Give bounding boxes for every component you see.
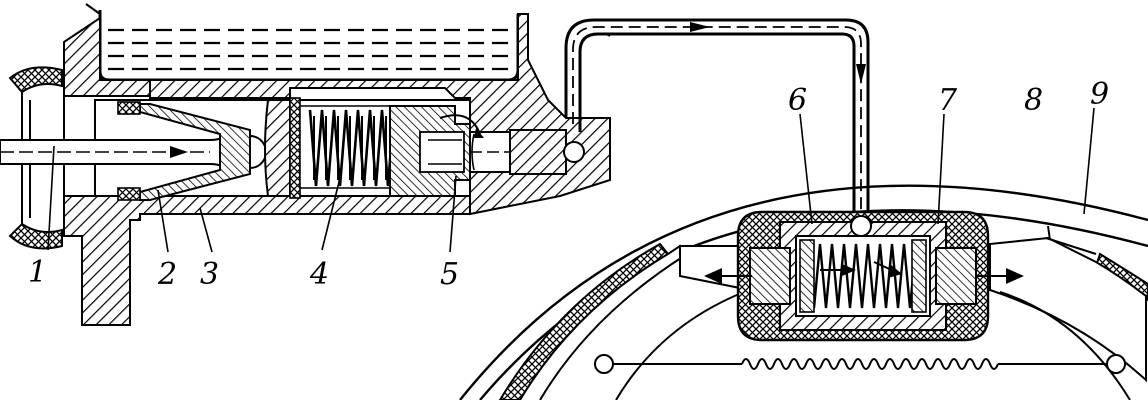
master-cylinder	[0, 3, 611, 326]
piston	[264, 99, 291, 197]
fluid-reservoir	[85, 3, 520, 82]
callout-3: 3	[200, 257, 220, 292]
wheel-brake	[459, 107, 1148, 400]
brake-drum	[459, 184, 1148, 400]
brake-shoe-right	[989, 236, 1147, 383]
callout-6: 6	[788, 83, 808, 118]
callout-4: 4	[310, 257, 330, 292]
callout-5: 5	[440, 257, 460, 292]
rubber-boot	[8, 66, 63, 94]
callout-9: 9	[1090, 77, 1110, 112]
shoe-return-spring	[594, 354, 1126, 374]
callout-8: 8	[1024, 83, 1044, 118]
callout-2: 2	[158, 257, 178, 292]
callout-1: 1	[28, 255, 48, 290]
brake-line	[564, 18, 870, 220]
callout-7: 7	[938, 83, 958, 118]
